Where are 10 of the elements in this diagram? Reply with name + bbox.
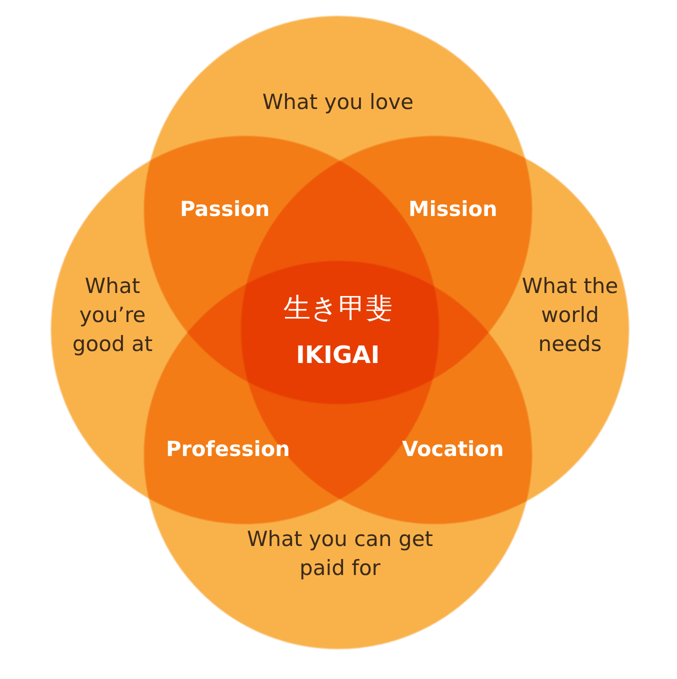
- region-label: Mission: [408, 197, 498, 221]
- circle-label: What you can get paid for: [246, 526, 434, 582]
- circle-label: What you love: [261, 89, 415, 116]
- circle-label: What you’re good at: [71, 273, 154, 358]
- region-label: Profession: [166, 437, 290, 461]
- circle-label: What the world needs: [520, 273, 620, 358]
- center-label: IKIGAI: [296, 341, 380, 369]
- region-label: Passion: [180, 197, 270, 221]
- region-label: Vocation: [402, 437, 504, 461]
- japanese-title: 生き甲斐: [284, 292, 392, 326]
